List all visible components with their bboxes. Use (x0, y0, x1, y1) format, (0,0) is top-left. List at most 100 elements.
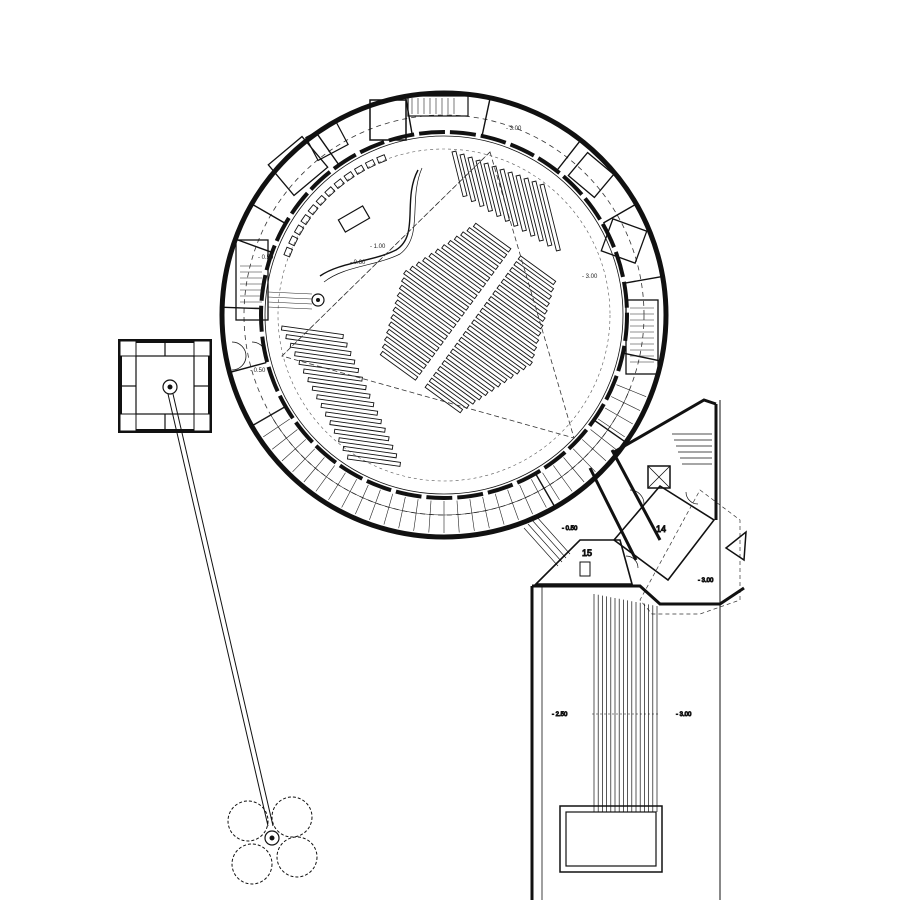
ring-step (553, 465, 573, 492)
room-number: 15 (582, 548, 592, 558)
hall-interior: - 1.00 - 0.60 - 3.00 - 3.00 (267, 150, 602, 467)
level-label: - 2.50 (552, 712, 568, 718)
ring-step (303, 457, 325, 483)
bell-tower (118, 339, 212, 433)
pew (307, 377, 367, 391)
pew (504, 272, 550, 308)
ring-divider (253, 204, 286, 224)
ring-step (542, 472, 560, 501)
pew (398, 284, 457, 329)
pew (487, 295, 542, 337)
choir-seat (333, 178, 345, 190)
pew (445, 354, 495, 392)
level-label: - 1.00 (370, 244, 386, 250)
pew (472, 222, 512, 253)
pew (289, 342, 352, 357)
ring-step (383, 493, 394, 525)
pew (483, 301, 540, 345)
pew (298, 359, 360, 374)
ring-divider (231, 361, 267, 373)
pew (539, 183, 561, 252)
ring-room (407, 95, 469, 117)
ring-step (413, 499, 419, 531)
ring-step (281, 439, 306, 462)
pew (432, 371, 476, 405)
ring-step (328, 472, 346, 501)
ring-room-nw (267, 135, 329, 197)
choir-seat (293, 224, 305, 236)
ring-divider (535, 473, 555, 506)
pew (342, 445, 398, 459)
pew (458, 336, 514, 379)
room-15 (534, 539, 634, 585)
pew (441, 244, 491, 282)
ring-divider (556, 141, 580, 171)
pew (285, 334, 348, 348)
level-label: - 3.00 (506, 126, 522, 132)
pew (517, 255, 557, 286)
pew (302, 368, 363, 382)
pew (346, 454, 401, 467)
pew (460, 231, 504, 265)
garden-path (167, 393, 274, 827)
rotunda: - 0.50 - 0.50 - 3.00 (219, 90, 669, 540)
ring-step (598, 418, 625, 438)
ring-divider (481, 99, 491, 136)
ring-divider (623, 352, 660, 362)
ring-stair (411, 98, 455, 114)
pew (390, 314, 440, 352)
tree-icon (271, 796, 313, 838)
choir-seat (315, 194, 327, 207)
pew (467, 156, 485, 208)
pew (499, 168, 519, 227)
tree-icon (276, 836, 318, 878)
level-label: - 3.00 (698, 578, 714, 584)
pool (559, 805, 663, 873)
ring-step (456, 500, 460, 533)
pew (392, 306, 444, 346)
pew (379, 350, 419, 381)
pew (513, 261, 555, 293)
pew (434, 248, 487, 288)
pew (428, 252, 482, 294)
pew (483, 162, 502, 217)
ramp-court: - 2.50 - 3.00 (530, 586, 693, 900)
choir-seat (364, 158, 376, 170)
room-number: 14 (656, 524, 666, 534)
pew (454, 342, 508, 384)
pew (449, 348, 502, 388)
ring-divider (237, 239, 272, 253)
pew (447, 239, 495, 276)
ring-step (519, 484, 533, 515)
pews-left (280, 325, 401, 467)
pew (437, 365, 483, 401)
ring-step (272, 429, 298, 450)
pew (409, 265, 470, 311)
sanctuary-edge (319, 169, 419, 277)
lobby-wing: 14 15 - 0.50 - 3.00 (523, 398, 747, 900)
ring-step (590, 429, 616, 450)
level-label: - 0.60 (350, 260, 366, 266)
pews (379, 222, 557, 414)
canopy-outline (639, 489, 741, 615)
ring-step (369, 489, 381, 520)
choir-seat (353, 164, 366, 176)
pew (453, 235, 499, 271)
ring-step (611, 396, 641, 411)
pew (471, 319, 533, 367)
ring-step (494, 493, 505, 525)
ramp-stairs (593, 594, 658, 812)
pew (280, 325, 344, 340)
pew (333, 428, 390, 442)
inner-wall (259, 130, 629, 500)
pew (324, 411, 382, 425)
pew (441, 360, 489, 397)
west-steps (267, 291, 313, 310)
tree-cluster (227, 796, 318, 885)
pew (451, 150, 468, 198)
ring-step (482, 496, 490, 529)
pew (415, 261, 474, 306)
pew (475, 159, 494, 213)
level-label: - 0.50 (258, 255, 274, 261)
pew (388, 321, 436, 358)
